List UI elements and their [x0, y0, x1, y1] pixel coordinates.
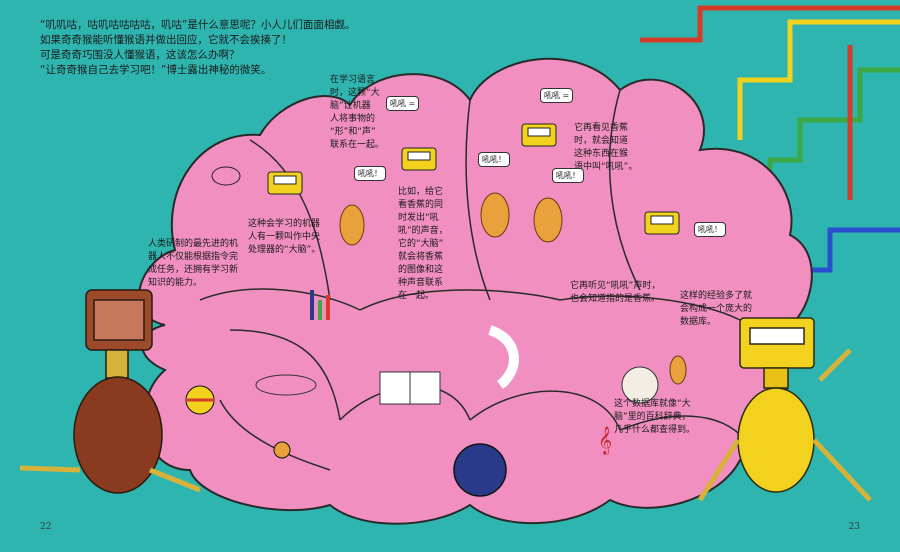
- caption-line: 器人不仅能根据指令完: [148, 252, 239, 262]
- intro-line: “让奇奇猴自己去学习吧！”博士露出神秘的微笑。: [40, 64, 272, 76]
- caption-line: 看香蕉的同: [398, 200, 444, 210]
- caption-line: 成任务，还拥有学习新: [148, 265, 239, 275]
- brown-robot: [19, 289, 201, 494]
- caption-encyclopedia: 这个数据库就像“大 脑”里的百科辞典， 几乎什么都查得到。: [614, 398, 695, 437]
- caption-line: 就会将香蕉: [398, 252, 444, 262]
- caption-line: 这种东西在猴: [574, 149, 629, 159]
- caption-line: 吼”的声音，: [398, 226, 448, 236]
- caption-line: 时发出“吼: [398, 213, 439, 223]
- intro-text: “叽叽咕，咕叽咕咕咕咕，叽咕”是什么意思呢？小人儿们面面相觑。 如果奇奇猴能听懂…: [40, 18, 370, 78]
- caption-line: 联系在一起。: [330, 140, 385, 150]
- brain-icon: [211, 166, 241, 186]
- caption-line: 人有一颗叫作中央: [248, 232, 321, 242]
- screen-bubble: 吼吼 =: [386, 96, 420, 111]
- yellow-robot-heads: [267, 123, 680, 235]
- caption-line: 这种会学习的机器: [248, 219, 321, 229]
- caption-line: 这样的经验多了就: [680, 291, 753, 301]
- caption-line: 人将事物的: [330, 114, 376, 124]
- page-number-left: 22: [40, 522, 52, 532]
- caption-line: 人类研制的最先进的机: [148, 239, 239, 249]
- caption-human-brain: 人类研制的最先进的机 器人不仅能根据指令完 成任务，还拥有学习新 知识的能力。: [148, 238, 238, 290]
- svg-text:𝄞: 𝄞: [598, 426, 612, 455]
- caption-line: 也会知道指的是香蕉。: [570, 294, 661, 304]
- speech-bubble: 吼吼！: [354, 166, 386, 181]
- speech-bubble: 吼吼！: [552, 168, 584, 183]
- caption-line: “形”和“声”: [330, 127, 376, 137]
- screen-bubble: 吼吼 =: [540, 88, 574, 103]
- caption-line: 知识的能力。: [148, 278, 203, 288]
- caption-line: 脑”让机器: [330, 101, 371, 111]
- knowledge-doodles: 𝄞: [185, 290, 659, 497]
- wires-illustration: [640, 5, 900, 295]
- intro-line: “叽叽咕，咕叽咕咕咕咕，叽咕”是什么意思呢？小人儿们面面相觑。: [40, 19, 356, 31]
- caption-line: 它的“大脑”: [398, 239, 444, 249]
- page-number-right: 23: [848, 522, 860, 532]
- caption-line: 的图像和这: [398, 265, 444, 275]
- caption-banana-sound: 比如，给它 看香蕉的同 时发出“吼 吼”的声音， 它的“大脑” 就会将香蕉 的图…: [398, 186, 448, 303]
- brain-folds: [199, 89, 746, 471]
- caption-line: 在一起。: [398, 291, 435, 301]
- caption-database: 这样的经验多了就 会构成一个庞大的 数据库。: [680, 290, 752, 329]
- brain-shape: [137, 57, 813, 525]
- caption-learn-language: 在学习语言 时，这颗“大 脑”让机器 人将事物的 “形”和“声” 联系在一起。: [330, 74, 384, 152]
- caption-hear-sound: 它再听见“吼吼”声时， 也会知道指的是香蕉。: [570, 280, 660, 306]
- caption-cpu: 这种会学习的机器 人有一颗叫作中央 处理器的“大脑”。: [248, 218, 320, 257]
- intro-line: 如果奇奇猴能听懂猴语并做出回应，它就不会挨揍了！: [40, 34, 292, 46]
- caption-line: 脑”里的百科辞典，: [614, 412, 691, 422]
- yellow-robot: [697, 317, 872, 502]
- speech-bubble: 吼吼！: [694, 222, 726, 237]
- caption-line: 几乎什么都查得到。: [614, 425, 696, 435]
- caption-line: 它再听见“吼吼”声时，: [570, 281, 661, 291]
- intro-line: 可是奇奇巧围没人懂猴语，这该怎么办啊？: [40, 49, 240, 61]
- caption-line: 它再看见香蕉: [574, 123, 629, 133]
- speech-bubble: 吼吼！: [478, 152, 510, 167]
- caption-line: 时，这颗“大: [330, 88, 380, 98]
- caption-line: 处理器的“大脑”。: [248, 245, 321, 255]
- caption-line: 在学习语言: [330, 75, 376, 85]
- caption-line: 比如，给它: [398, 187, 444, 197]
- caption-line: 会构成一个庞大的: [680, 304, 753, 314]
- caption-line: 种声音联系: [398, 278, 444, 288]
- caption-line: 时，就会知道: [574, 136, 629, 146]
- caption-line: 语中叫“吼吼”。: [574, 162, 638, 172]
- monkeys: [339, 192, 687, 385]
- caption-line: 数据库。: [680, 317, 717, 327]
- caption-line: 这个数据库就像“大: [614, 399, 691, 409]
- caption-see-banana: 它再看见香蕉 时，就会知道 这种东西在猴 语中叫“吼吼”。: [574, 122, 637, 174]
